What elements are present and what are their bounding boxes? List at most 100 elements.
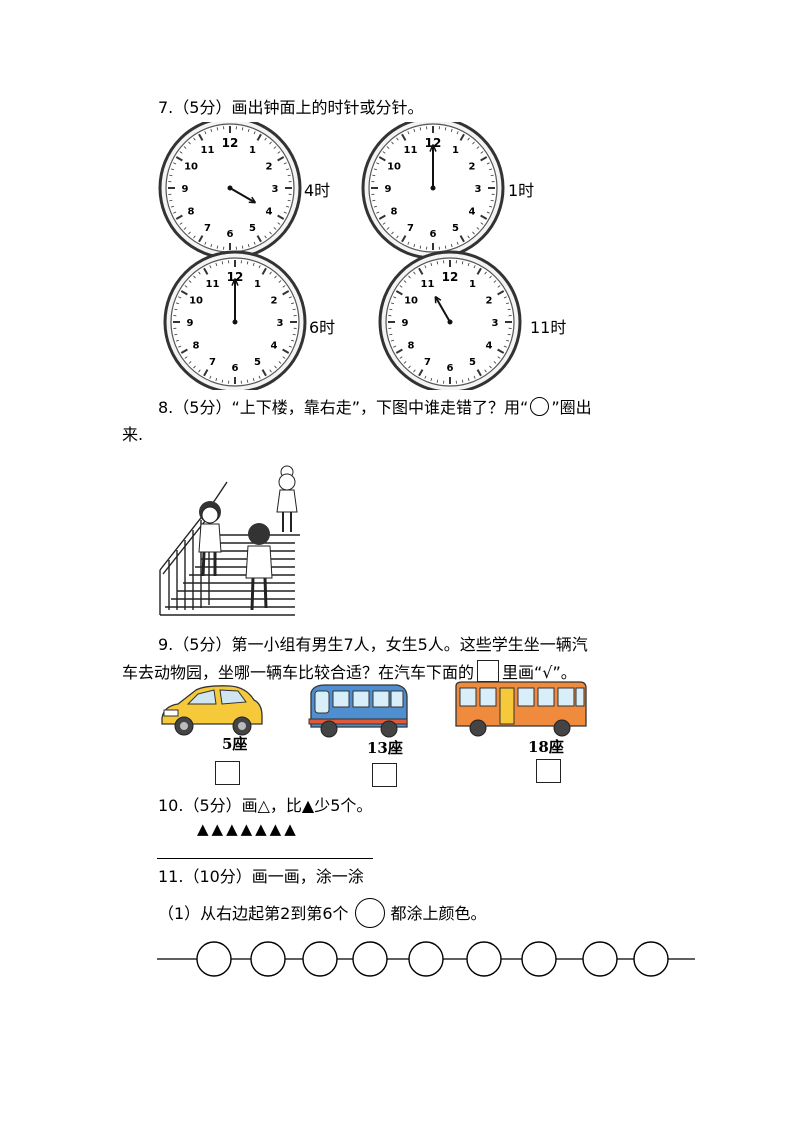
- q11-sub1-a: （1）从右边起第2到第6个: [158, 904, 349, 923]
- circle-symbol-icon: [530, 397, 550, 416]
- clock-number: 3: [475, 184, 482, 195]
- color-circle-5[interactable]: [408, 941, 444, 977]
- clock-label-1: 1时: [508, 181, 535, 200]
- clock-number: 11: [206, 279, 220, 290]
- clock-label-11: 11时: [530, 318, 567, 337]
- clock-number: 10: [404, 296, 418, 307]
- q9-prompt-b: 车去动物园，坐哪一辆车比较合适？在汽车下面的: [122, 663, 475, 682]
- clock-number: 7: [209, 357, 216, 368]
- clock-label-4: 4时: [304, 181, 331, 200]
- q11-sub1-line: （1）从右边起第2到第6个 都涂上颜色。: [158, 898, 487, 928]
- clock-number: 12: [222, 136, 239, 150]
- clock-number: 12: [425, 136, 442, 150]
- clock-number: 5: [254, 357, 261, 368]
- clock-number: 5: [452, 223, 459, 234]
- q8-prompt-line2: 来.: [122, 425, 144, 444]
- boy-right-figure: [245, 523, 273, 611]
- q11-sub1-b: 都涂上颜色。: [390, 904, 487, 923]
- clock-number: 2: [468, 162, 475, 173]
- q8-prompt-line1: 8.（5分）“上下楼，靠右走”，下图中谁走错了？用“ ”圈出: [158, 397, 592, 418]
- clock-number: 10: [189, 296, 203, 307]
- clock-number: 5: [249, 223, 256, 234]
- clock-number: 7: [204, 223, 211, 234]
- color-circle-9[interactable]: [633, 941, 669, 977]
- q11-prompt: 11.（10分）画一画，涂一涂: [158, 867, 364, 886]
- clock-number: 6: [232, 363, 239, 374]
- clock-number: 12: [442, 270, 459, 284]
- hour-hand: [229, 187, 256, 204]
- clock-number: 9: [182, 184, 189, 195]
- minibus-seat-label: 13座: [367, 739, 403, 757]
- bus-answer-box[interactable]: [536, 759, 561, 783]
- minibus-answer-box[interactable]: [372, 763, 397, 787]
- color-circle-7[interactable]: [521, 941, 557, 977]
- clocks-figure: 1212345678910111212345678910111212345678…: [158, 122, 522, 390]
- color-circle-1[interactable]: [196, 941, 232, 977]
- girl-figure: [276, 465, 298, 532]
- clock-number: 6: [447, 363, 454, 374]
- color-circle-3[interactable]: [302, 941, 338, 977]
- clock-number: 9: [402, 318, 409, 329]
- clock-number: 6: [430, 229, 437, 240]
- clock-number: 1: [249, 145, 256, 156]
- clock-number: 7: [407, 223, 414, 234]
- clock-number: 3: [277, 318, 284, 329]
- clock-number: 6: [227, 229, 234, 240]
- q10-prompt: 10.（5分）画△，比▲少5个。: [158, 796, 373, 815]
- color-circle-6[interactable]: [466, 941, 502, 977]
- clock-number: 9: [385, 184, 392, 195]
- q7-prompt: 7.（5分）画出钟面上的时针或分针。: [158, 98, 424, 117]
- color-circle-2[interactable]: [250, 941, 286, 977]
- clock-number: 11: [421, 279, 435, 290]
- clock-number: 10: [387, 162, 401, 173]
- car-seat-label: 5座: [222, 735, 248, 753]
- clock-number: 2: [265, 162, 272, 173]
- color-circle-4[interactable]: [352, 941, 388, 977]
- clock-number: 8: [193, 341, 200, 352]
- color-circle-8[interactable]: [582, 941, 618, 977]
- clock-number: 3: [272, 184, 279, 195]
- clock-number: 3: [492, 318, 499, 329]
- clock-number: 4: [468, 207, 475, 218]
- clock-number: 11: [201, 145, 215, 156]
- clock-number: 4: [265, 207, 272, 218]
- clock-number: 4: [270, 341, 277, 352]
- clock-number: 11: [404, 145, 418, 156]
- boy-left-figure: [198, 501, 222, 577]
- clock-number: 8: [408, 341, 415, 352]
- clock-number: 1: [469, 279, 476, 290]
- q9-prompt-line2: 车去动物园，坐哪一辆车比较合适？在汽车下面的 里画“√”。: [122, 660, 577, 683]
- circle-symbol-icon: [354, 898, 385, 928]
- clock-number: 4: [485, 341, 492, 352]
- car-icon: [161, 685, 263, 736]
- circle-row: [157, 941, 695, 977]
- hour-hand: [434, 296, 451, 323]
- q10-triangles: ▲▲▲▲▲▲▲: [197, 820, 299, 838]
- q9-prompt-line1: 9.（5分）第一小组有男生7人，女生5人。这些学生坐一辆汽: [158, 635, 588, 654]
- clock-number: 1: [254, 279, 261, 290]
- answer-box-symbol: [477, 660, 500, 682]
- stairs-illustration: [159, 465, 300, 616]
- clock-number: 1: [452, 145, 459, 156]
- clock-number: 2: [270, 296, 277, 307]
- clock-number: 8: [188, 207, 195, 218]
- clock-number: 9: [187, 318, 194, 329]
- clock-number: 12: [227, 270, 244, 284]
- clock-number: 5: [469, 357, 476, 368]
- q8-prompt-a: 8.（5分）“上下楼，靠右走”，下图中谁走错了？用“: [158, 398, 529, 417]
- clock-number: 7: [424, 357, 431, 368]
- car-answer-box[interactable]: [215, 761, 240, 785]
- q10-answer-line[interactable]: [157, 858, 373, 859]
- q8-prompt-b: ”圈出: [551, 398, 592, 417]
- q9-prompt-c: 里画“√”。: [502, 663, 577, 682]
- clock-number: 8: [391, 207, 398, 218]
- clock-number: 2: [485, 296, 492, 307]
- minibus-icon: [308, 684, 408, 738]
- clock-number: 10: [184, 162, 198, 173]
- bus-seat-label: 18座: [528, 738, 564, 756]
- clock-label-6: 6时: [309, 318, 336, 337]
